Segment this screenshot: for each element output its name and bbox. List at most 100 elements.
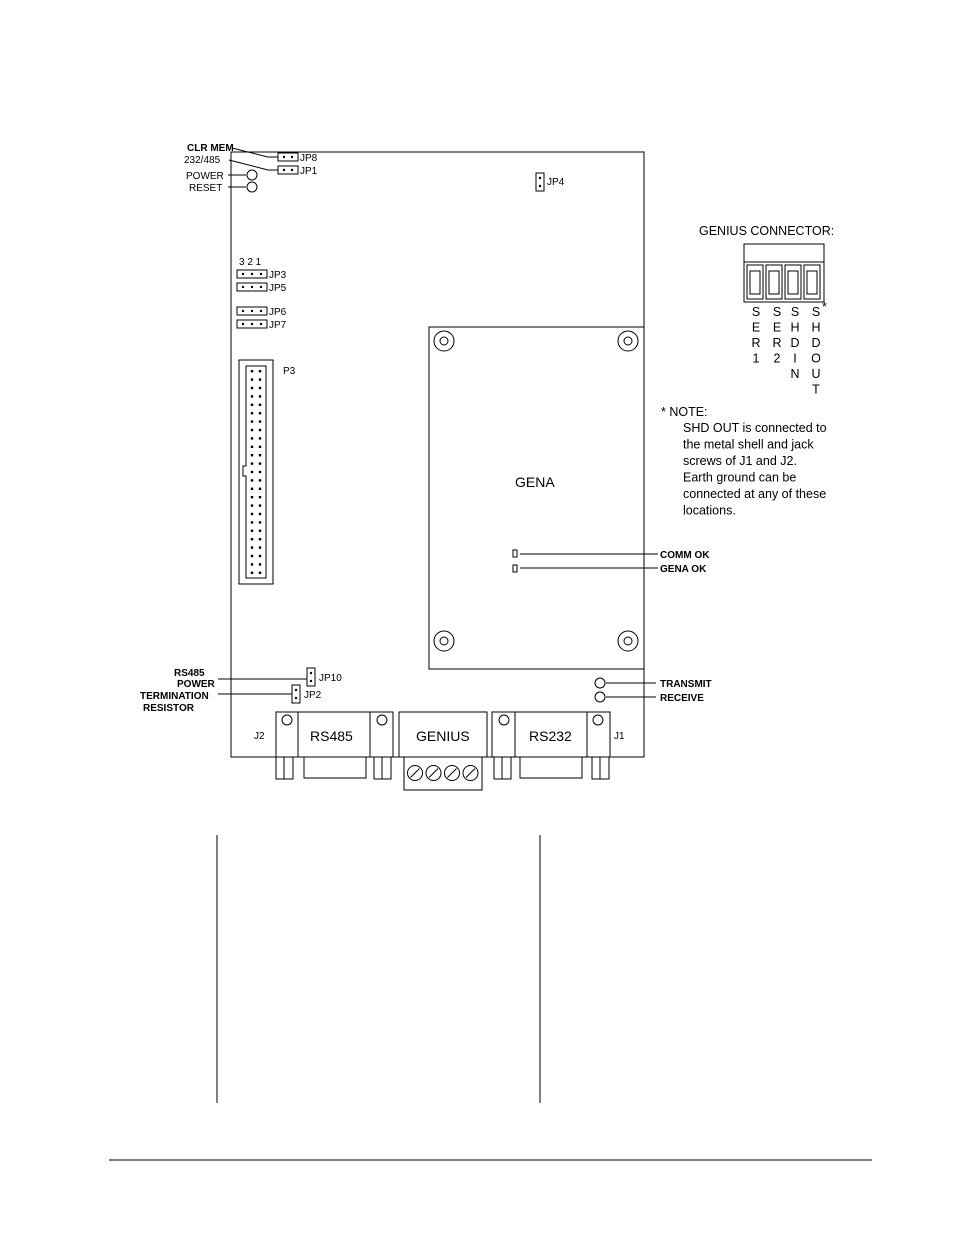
p3-pin — [250, 538, 254, 541]
termination-label-1: TERMINATION — [140, 691, 209, 702]
rs232-jackscrew-left — [491, 711, 516, 758]
p3-label: P3 — [283, 366, 296, 377]
p3-pin — [258, 378, 262, 381]
jp8-label: JP8 — [300, 153, 318, 164]
p3-pin — [258, 428, 262, 432]
p3-pin — [250, 370, 254, 373]
comm-ok-led — [512, 549, 518, 558]
p3-pin — [258, 445, 262, 448]
genius-terminal-block — [398, 711, 488, 791]
rs232-shell-lower — [519, 757, 583, 779]
connector-terminal-screw — [806, 270, 818, 295]
jp7-label: JP7 — [269, 320, 287, 331]
connector-pin-label-char: D — [790, 336, 799, 350]
power-led — [246, 169, 258, 181]
genius-label: GENIUS — [416, 728, 470, 744]
connector-pin-label-char: S — [791, 305, 799, 319]
mount-hole-tr-outer — [617, 330, 639, 352]
p3-pin — [258, 512, 262, 516]
jp6-jumper — [236, 306, 268, 316]
jp8-pin-1 — [282, 155, 286, 159]
jp2-jumper — [291, 684, 301, 704]
p3-pin — [250, 462, 254, 465]
genius-connector-title: GENIUS CONNECTOR: — [699, 224, 834, 238]
p3-pin — [250, 437, 254, 440]
power-led-label: POWER — [186, 171, 224, 182]
jp10-label: JP10 — [319, 673, 342, 684]
p3-pin — [250, 496, 254, 499]
rs232-label: RS232 — [529, 728, 572, 744]
jp4-label: JP4 — [547, 177, 565, 188]
board-outline — [230, 151, 645, 758]
reset-button — [246, 181, 258, 193]
transmit-label: TRANSMIT — [660, 679, 712, 690]
note-line: locations. — [683, 504, 736, 518]
connector-pin-label-char: D — [811, 336, 820, 350]
p3-pin — [258, 437, 262, 440]
clr-mem-label: CLR MEM — [187, 143, 234, 154]
gena-module — [428, 326, 645, 670]
connector-pin-label-char: S — [752, 305, 760, 319]
jp5-jumper — [236, 282, 268, 292]
rs232-screw-left — [498, 714, 510, 726]
jp4-pin-1 — [538, 176, 542, 180]
jp3-jumper — [236, 269, 268, 279]
jp4-pin-2 — [538, 184, 542, 188]
p3-pin — [250, 529, 254, 532]
jp5-pin-2 — [250, 285, 254, 289]
mount-hole-tl-inner — [439, 336, 449, 346]
rs485-power-label-1: RS485 — [174, 668, 205, 679]
note-line: screws of J1 and J2. — [683, 454, 797, 468]
p3-pin — [250, 412, 254, 415]
jp8-jumper — [277, 152, 299, 162]
p3-pin — [258, 454, 262, 457]
jp6-pin-1 — [259, 309, 263, 313]
p3-inner-outline — [242, 365, 267, 579]
p3-pin — [258, 395, 262, 398]
jp6-pin-3 — [241, 309, 245, 313]
mount-hole-bl-outer — [433, 630, 455, 652]
clr-mem-leader — [231, 147, 278, 158]
jp3-label: JP3 — [269, 270, 287, 281]
232-485-leader — [228, 159, 278, 171]
rs485-jackscrew-right — [369, 711, 394, 758]
jp3-pin-2 — [250, 272, 254, 276]
rs485-screw-right — [376, 714, 388, 726]
termination-label-2: RESISTOR — [143, 703, 195, 714]
connector-pin-label-char: R — [772, 336, 781, 350]
mount-hole-tl-outer — [433, 330, 455, 352]
rs485-power-label-2: POWER — [177, 679, 216, 690]
jp10-jumper — [306, 667, 316, 687]
p3-pin — [258, 554, 262, 558]
genius-screw — [407, 765, 423, 781]
connector-terminal — [765, 264, 783, 300]
p3-outline — [238, 359, 274, 585]
mount-hole-br-outer — [617, 630, 639, 652]
p3-pin — [250, 563, 254, 566]
rs232-screw-right — [592, 714, 604, 726]
p3-pin — [250, 512, 254, 516]
jp4-jumper — [535, 172, 545, 192]
p3-pin — [258, 403, 262, 406]
jp1-pin-1 — [282, 168, 286, 172]
note-line: connected at any of these — [683, 487, 826, 501]
jp8-pin-2 — [290, 155, 294, 159]
pin-numbers-label: 3 2 1 — [239, 257, 262, 268]
rs485-connector — [275, 711, 394, 780]
p3-pin — [258, 412, 262, 415]
p3-pin — [258, 504, 262, 507]
p3-pin — [258, 386, 262, 390]
p3-pin — [258, 571, 262, 574]
p3-pin — [250, 571, 254, 574]
p3-pin — [250, 479, 254, 482]
genius-screw-slot — [465, 768, 476, 778]
connector-pin-label-char: E — [773, 321, 781, 335]
connector-pin-label-char: 2 — [774, 352, 781, 366]
genius-screw-slot — [410, 768, 420, 778]
p3-pin — [258, 546, 262, 549]
jp5-pin-3 — [241, 285, 245, 289]
genius-screw-slot — [447, 768, 457, 778]
p3-pin — [250, 521, 254, 524]
p3-pin — [250, 420, 254, 423]
